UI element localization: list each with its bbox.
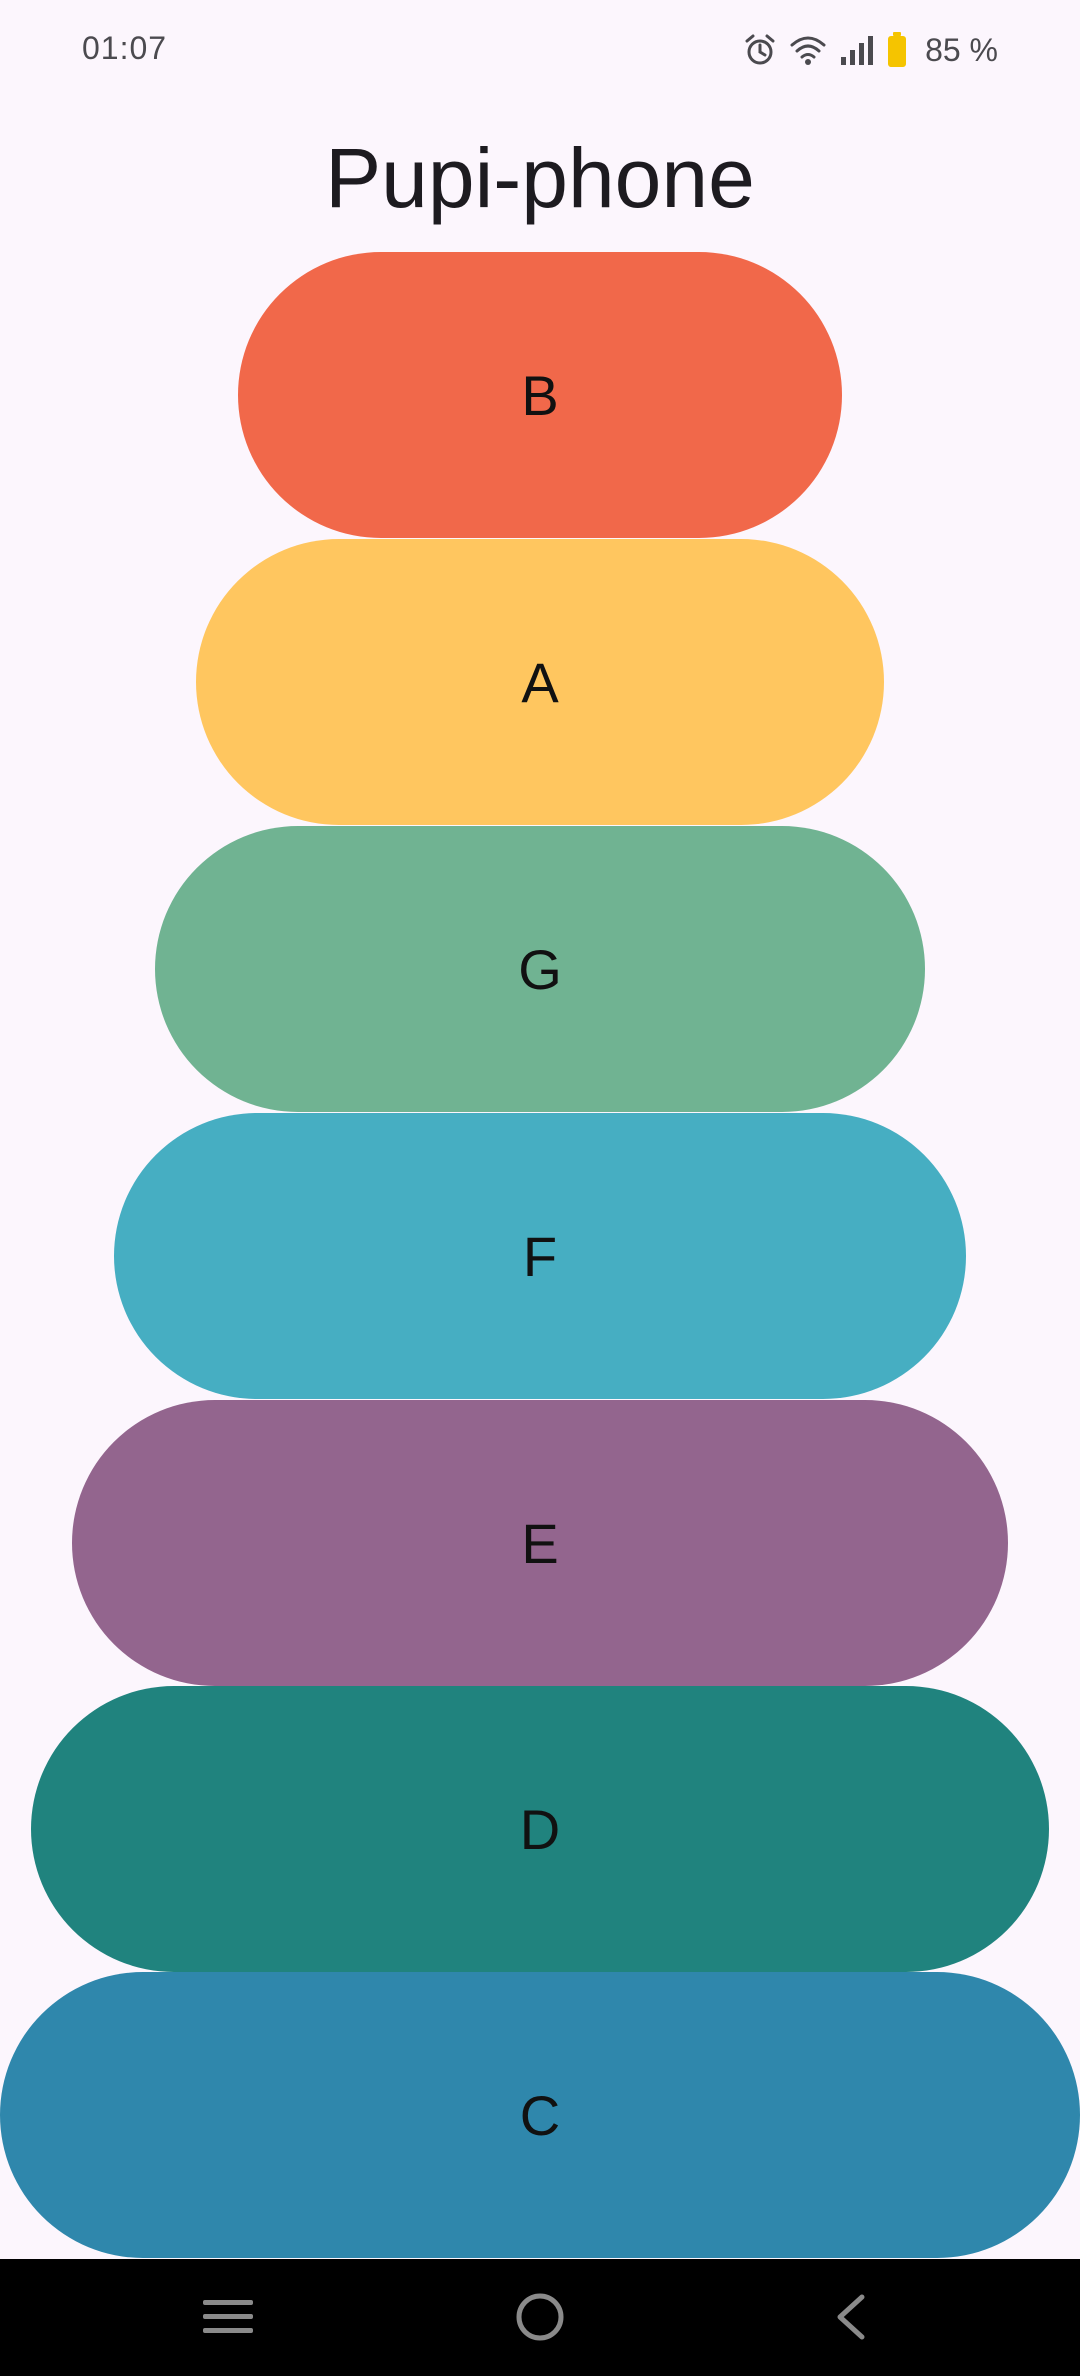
- key-label: B: [521, 363, 559, 427]
- battery-icon: [887, 32, 907, 68]
- battery-percentage: 85 %: [925, 31, 998, 68]
- status-bar: 01:07: [0, 0, 1080, 100]
- alarm-icon: [743, 33, 777, 67]
- recents-icon[interactable]: [196, 2285, 260, 2349]
- key-label: D: [519, 1797, 561, 1861]
- page-title: Pupi-phone: [325, 131, 755, 225]
- home-icon[interactable]: [508, 2285, 572, 2349]
- key-label: C: [519, 2083, 561, 2147]
- wifi-icon: [789, 33, 827, 67]
- key-d-button[interactable]: D: [31, 1686, 1049, 1972]
- back-icon[interactable]: [818, 2285, 882, 2349]
- navigation-bar: [0, 2259, 1080, 2376]
- key-b-button[interactable]: B: [238, 252, 842, 538]
- status-icons: 85 %: [743, 26, 998, 74]
- key-e-button[interactable]: E: [72, 1400, 1008, 1686]
- signal-icon: [839, 33, 875, 67]
- key-f-button[interactable]: F: [114, 1113, 966, 1399]
- key-a-button[interactable]: A: [196, 539, 884, 825]
- key-label: E: [521, 1511, 559, 1575]
- key-label: F: [522, 1224, 558, 1288]
- key-label: G: [518, 937, 562, 1001]
- status-time: 01:07: [82, 30, 168, 66]
- key-label: A: [521, 650, 559, 714]
- key-g-button[interactable]: G: [155, 826, 925, 1112]
- key-c-button[interactable]: C: [0, 1972, 1080, 2258]
